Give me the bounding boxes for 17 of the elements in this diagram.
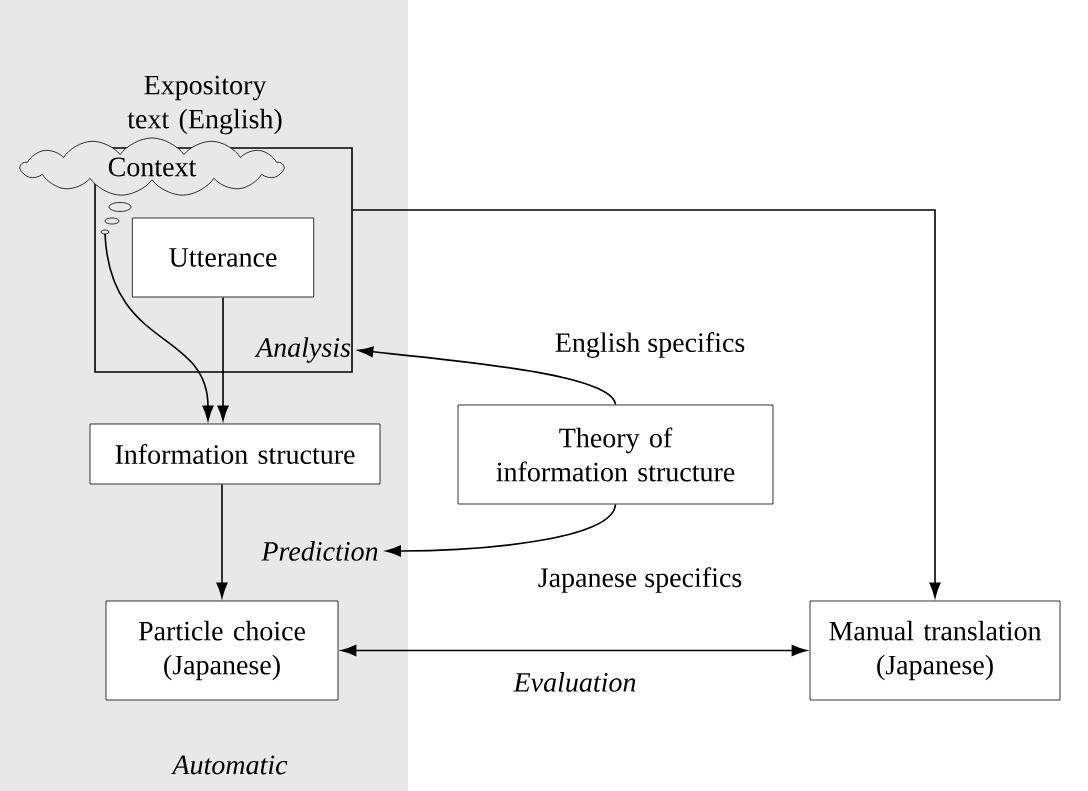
arrow — [385, 503, 617, 557]
edge-label: Evaluation — [513, 672, 636, 692]
arrow — [358, 346, 617, 406]
arrow — [352, 209, 941, 598]
process-box: Utterance — [131, 217, 315, 298]
step-label: Analysis — [254, 337, 351, 363]
arrow — [217, 296, 229, 421]
thought-cloud: Context — [19, 137, 285, 235]
node-label: Expository text (English) — [127, 75, 282, 135]
arrow — [216, 483, 228, 598]
edge-label: English specifics — [555, 332, 745, 358]
process-box: Theory of information structure — [457, 404, 774, 505]
process-box: Particle choice (Japanese) — [105, 600, 339, 701]
process-box: Information structure — [89, 423, 381, 485]
process-box: Manual translation (Japanese) — [809, 600, 1061, 701]
step-label: Prediction — [261, 541, 378, 561]
edge-label: Japanese specifics — [538, 567, 742, 593]
